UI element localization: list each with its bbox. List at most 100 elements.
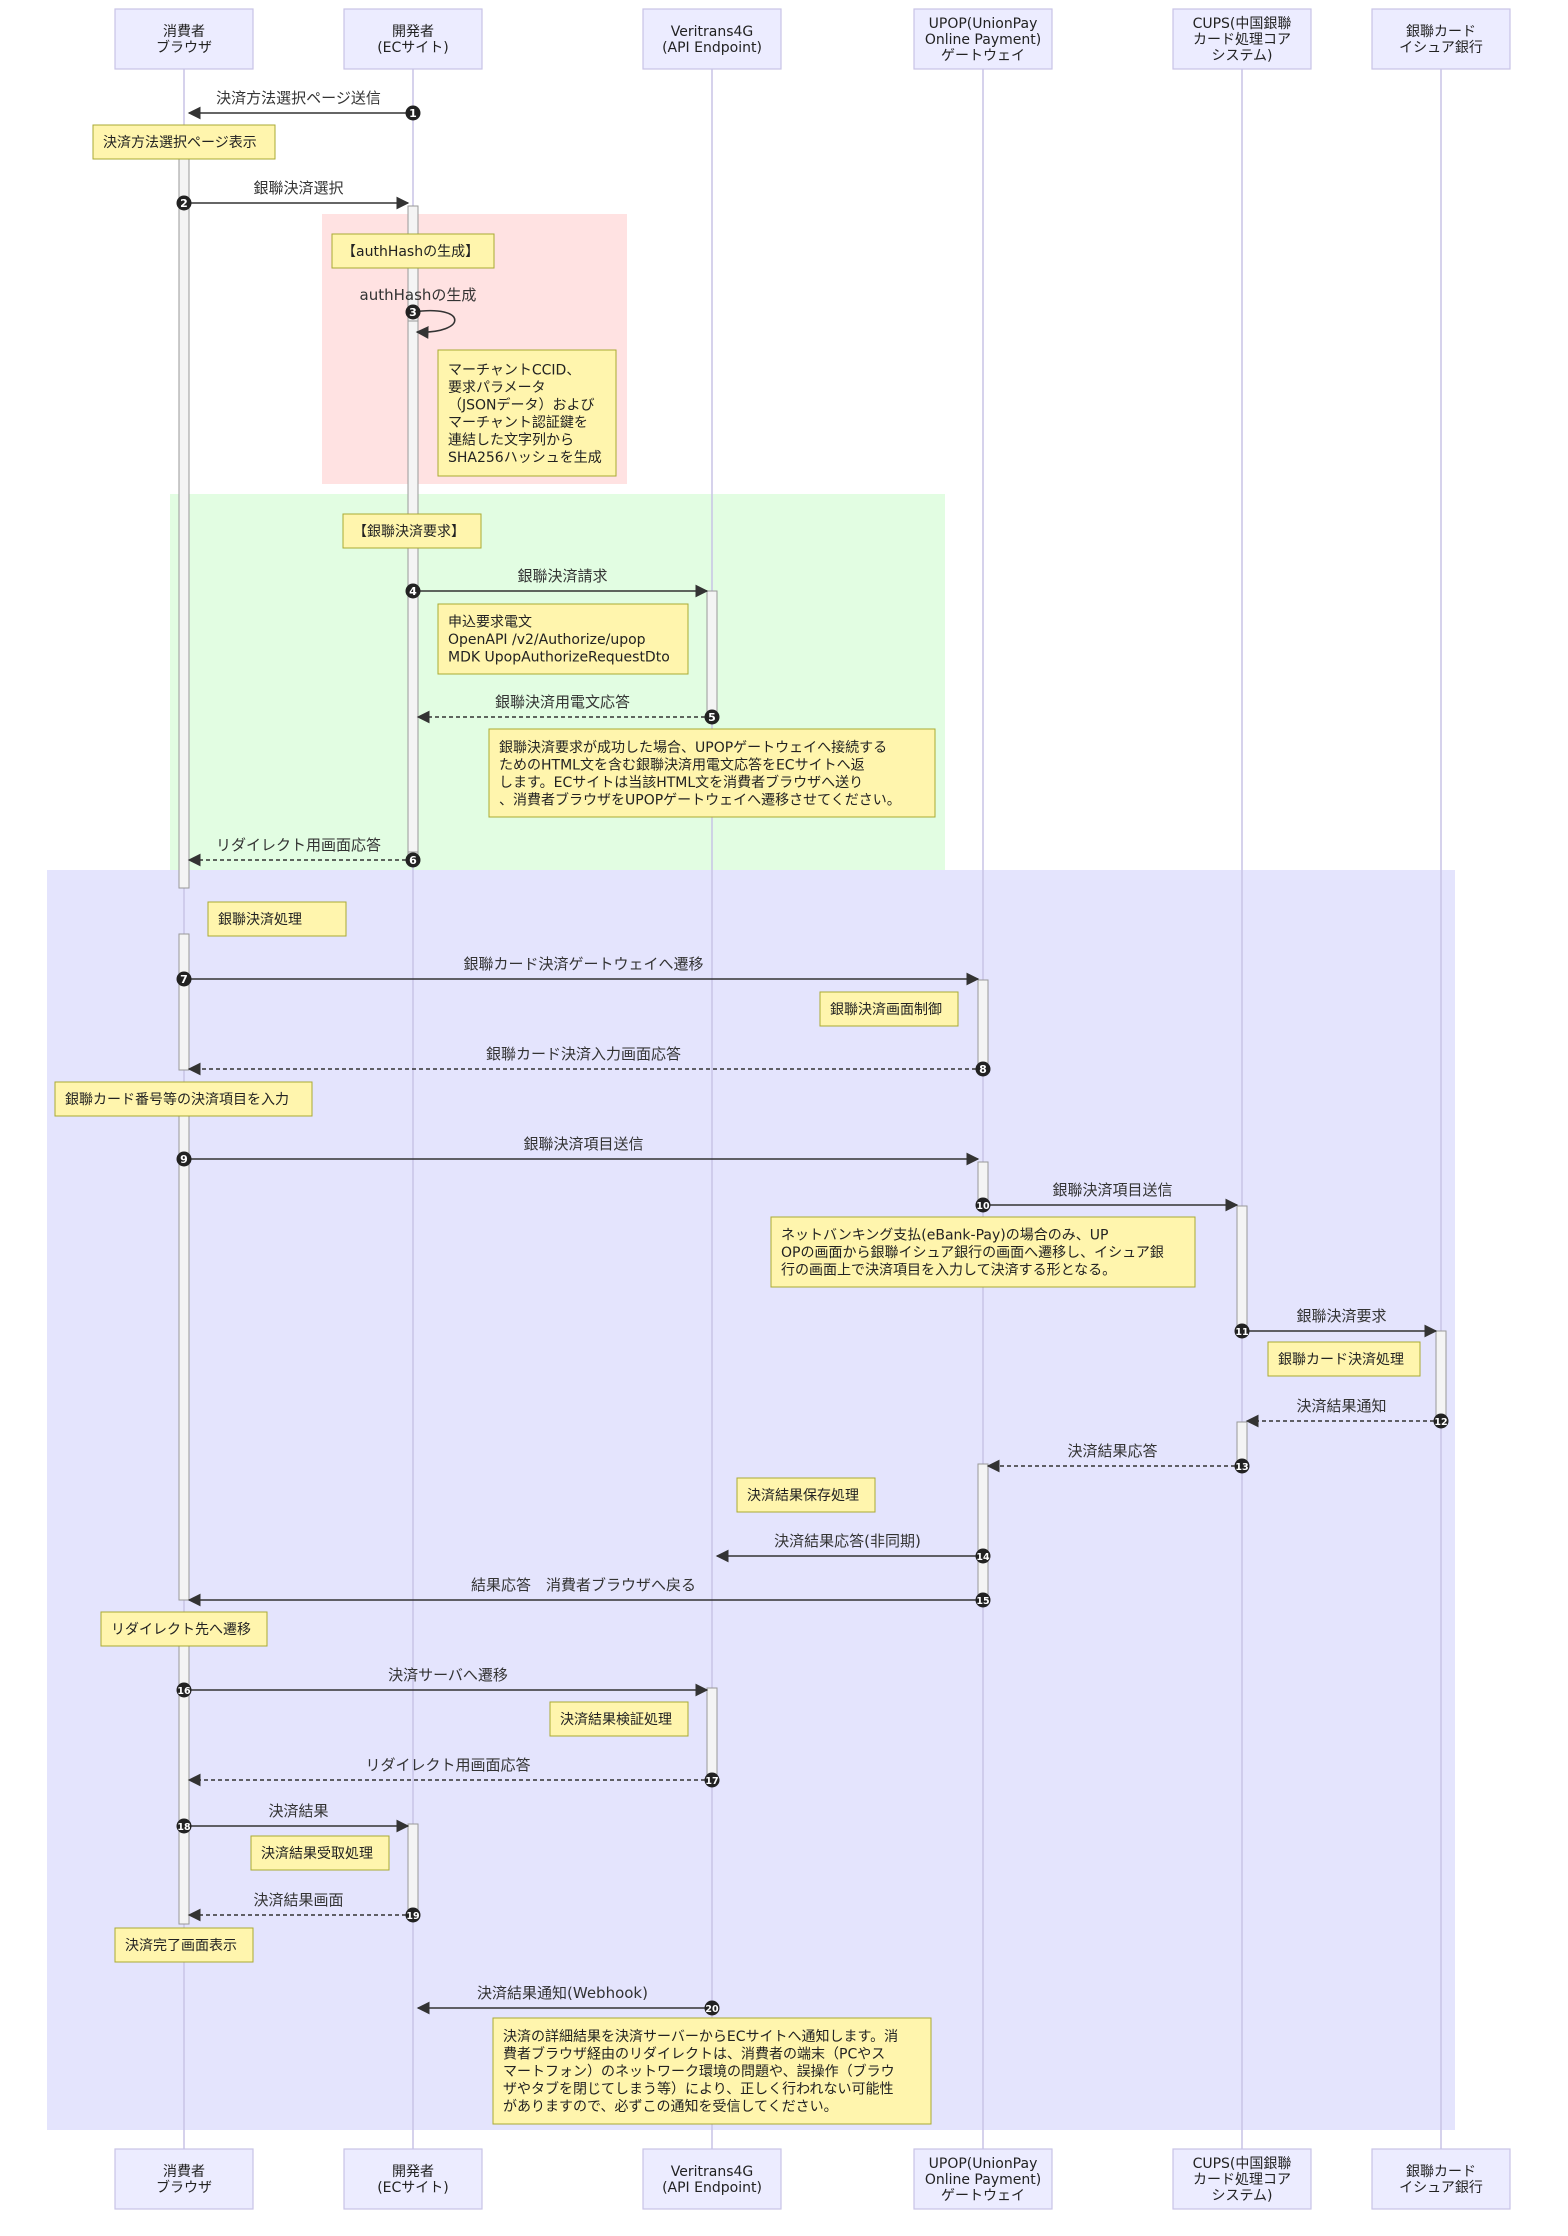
message-label: 決済結果応答 <box>1067 1442 1157 1460</box>
participant-label: 開発者 <box>392 24 434 40</box>
message-label: 銀聯決済項目送信 <box>523 1135 643 1153</box>
sequence-number-badge <box>405 583 421 599</box>
participant-veritrans-top: Veritrans4G(API Endpoint) <box>642 8 782 70</box>
sequence-number-badge <box>1433 1413 1449 1429</box>
sequence-number: 16 <box>177 1686 191 1697</box>
note-box: リダイレクト先へ遷移 <box>100 1611 268 1647</box>
note-text: マーチャントCCID、 <box>448 362 580 378</box>
participant-label: 銀聯カード <box>1406 24 1476 40</box>
note-text: 申込要求電文 <box>448 615 532 631</box>
sequence-number-badge <box>176 195 192 211</box>
message-arrow <box>412 309 456 339</box>
note-text: SHA256ハッシュを生成 <box>448 450 602 466</box>
participant-label: イシュア銀行 <box>1399 40 1483 56</box>
note-text: 連結した文字列から <box>448 432 574 448</box>
activation-bar <box>178 933 190 1071</box>
message-label: 銀聯決済選択 <box>253 179 343 197</box>
participant-label: 開発者 <box>392 2164 434 2180</box>
message-label: 銀聯決済用電文応答 <box>495 693 630 711</box>
sequence-number-badge <box>975 1197 991 1213</box>
sequence-number-badge <box>405 304 421 320</box>
message-label: 決済結果 <box>268 1802 328 1820</box>
participant-label: 消費者 <box>163 2164 205 2180</box>
activation-bar <box>178 1113 190 1601</box>
sequence-number: 18 <box>177 1822 191 1833</box>
note-box: 銀聯決済処理 <box>207 901 347 937</box>
message-label: リダイレクト用画面応答 <box>365 1756 530 1774</box>
note-text: 銀聯決済画面制御 <box>830 1002 942 1018</box>
participant-label: システム) <box>1211 48 1272 64</box>
sequence-number-badge <box>704 1772 720 1788</box>
sequence-number: 11 <box>1235 1327 1248 1338</box>
note-box: マーチャントCCID、要求パラメータ（JSONデータ）およびマーチャント認証鍵を… <box>437 349 617 477</box>
sequence-number-badge <box>176 971 192 987</box>
participant-veritrans-bottom: Veritrans4G(API Endpoint) <box>642 2148 782 2210</box>
note-text: ネットバンキング支払(eBank-Pay)の場合のみ、UP <box>781 1228 1108 1244</box>
note-text: ためのHTML文を含む銀聯決済用電文応答をECサイトへ返 <box>499 756 865 773</box>
sequence-number: 20 <box>705 2004 719 2015</box>
note-box: 【銀聯決済要求】 <box>342 513 482 549</box>
sequence-number-badge <box>975 1592 991 1608</box>
sequence-number-badge <box>975 1548 991 1564</box>
sequence-number-badge <box>1234 1323 1250 1339</box>
participant-label: (ECサイト) <box>377 40 449 56</box>
message-label: 決済サーバへ遷移 <box>388 1666 508 1684</box>
note-box: 決済完了画面表示 <box>114 1927 254 1963</box>
note-text: 費者ブラウザ経由のリダイレクトは、消費者の端末（PCやス <box>503 2046 885 2063</box>
note-text: 銀聯カード決済処理 <box>1278 1352 1404 1368</box>
note-box: 銀聯決済要求が成功した場合、UPOPゲートウェイへ接続するためのHTML文を含む… <box>488 728 936 818</box>
sequence-number: 2 <box>180 197 188 210</box>
participant-label: Online Payment) <box>925 32 1041 48</box>
note-text: OpenAPI /v2/Authorize/upop <box>448 632 646 648</box>
message-16: 決済サーバへ遷移 16 <box>176 1666 709 1698</box>
activation-bar <box>977 1463 989 1601</box>
sequence-number: 6 <box>409 854 417 867</box>
participant-developer-top: 開発者(ECサイト) <box>343 8 483 70</box>
sequence-number: 1 <box>409 107 417 120</box>
sequence-number: 13 <box>1235 1462 1248 1473</box>
sequence-number: 14 <box>976 1552 990 1563</box>
activation-bar <box>706 1687 718 1781</box>
note-text: （JSONデータ）および <box>448 396 595 413</box>
participant-label: カード処理コア <box>1193 32 1291 48</box>
sequence-number-badge <box>975 1061 991 1077</box>
activation-bar <box>1236 1421 1248 1465</box>
participant-label: Veritrans4G <box>671 24 754 40</box>
sequence-number-badge <box>176 1818 192 1834</box>
note-box: 決済方法選択ページ表示 <box>92 124 276 160</box>
activation-bar <box>407 1823 419 1913</box>
participant-label: イシュア銀行 <box>1399 2180 1483 2196</box>
message-label: 銀聯カード決済ゲートウェイへ遷移 <box>463 955 703 973</box>
note-text: 決済結果保存処理 <box>747 1488 859 1504</box>
note-box: 【authHashの生成】 <box>331 233 495 269</box>
participant-label: CUPS(中国銀聯 <box>1193 16 1292 32</box>
note-text: 行の画面上で決済項目を入力して決済する形となる。 <box>781 1263 1116 1279</box>
note-box: 決済の詳細結果を決済サーバーからECサイトへ通知します。消費者ブラウザ経由のリダ… <box>492 2017 932 2125</box>
note-text: 決済結果検証処理 <box>560 1712 672 1728</box>
participant-label: カード処理コア <box>1193 2172 1291 2188</box>
participant-label: UPOP(UnionPay <box>929 16 1038 32</box>
participant-label: 銀聯カード <box>1406 2164 1476 2180</box>
sequence-number-badge <box>405 852 421 868</box>
participant-label: システム) <box>1211 2188 1272 2204</box>
participant-label: CUPS(中国銀聯 <box>1193 2156 1292 2172</box>
note-text: 決済結果受取処理 <box>261 1846 373 1862</box>
note-text: 決済完了画面表示 <box>125 1938 237 1954</box>
message-label: リダイレクト用画面応答 <box>216 836 381 854</box>
activation-bar <box>178 157 190 889</box>
sequence-number-badge <box>405 1907 421 1923</box>
participant-label: (API Endpoint) <box>662 40 762 56</box>
note-text: 、消費者ブラウザをUPOPゲートウェイへ遷移させてください。 <box>499 791 901 808</box>
participant-label: Online Payment) <box>925 2172 1041 2188</box>
note-box: 銀聯カード番号等の決済項目を入力 <box>54 1081 313 1117</box>
